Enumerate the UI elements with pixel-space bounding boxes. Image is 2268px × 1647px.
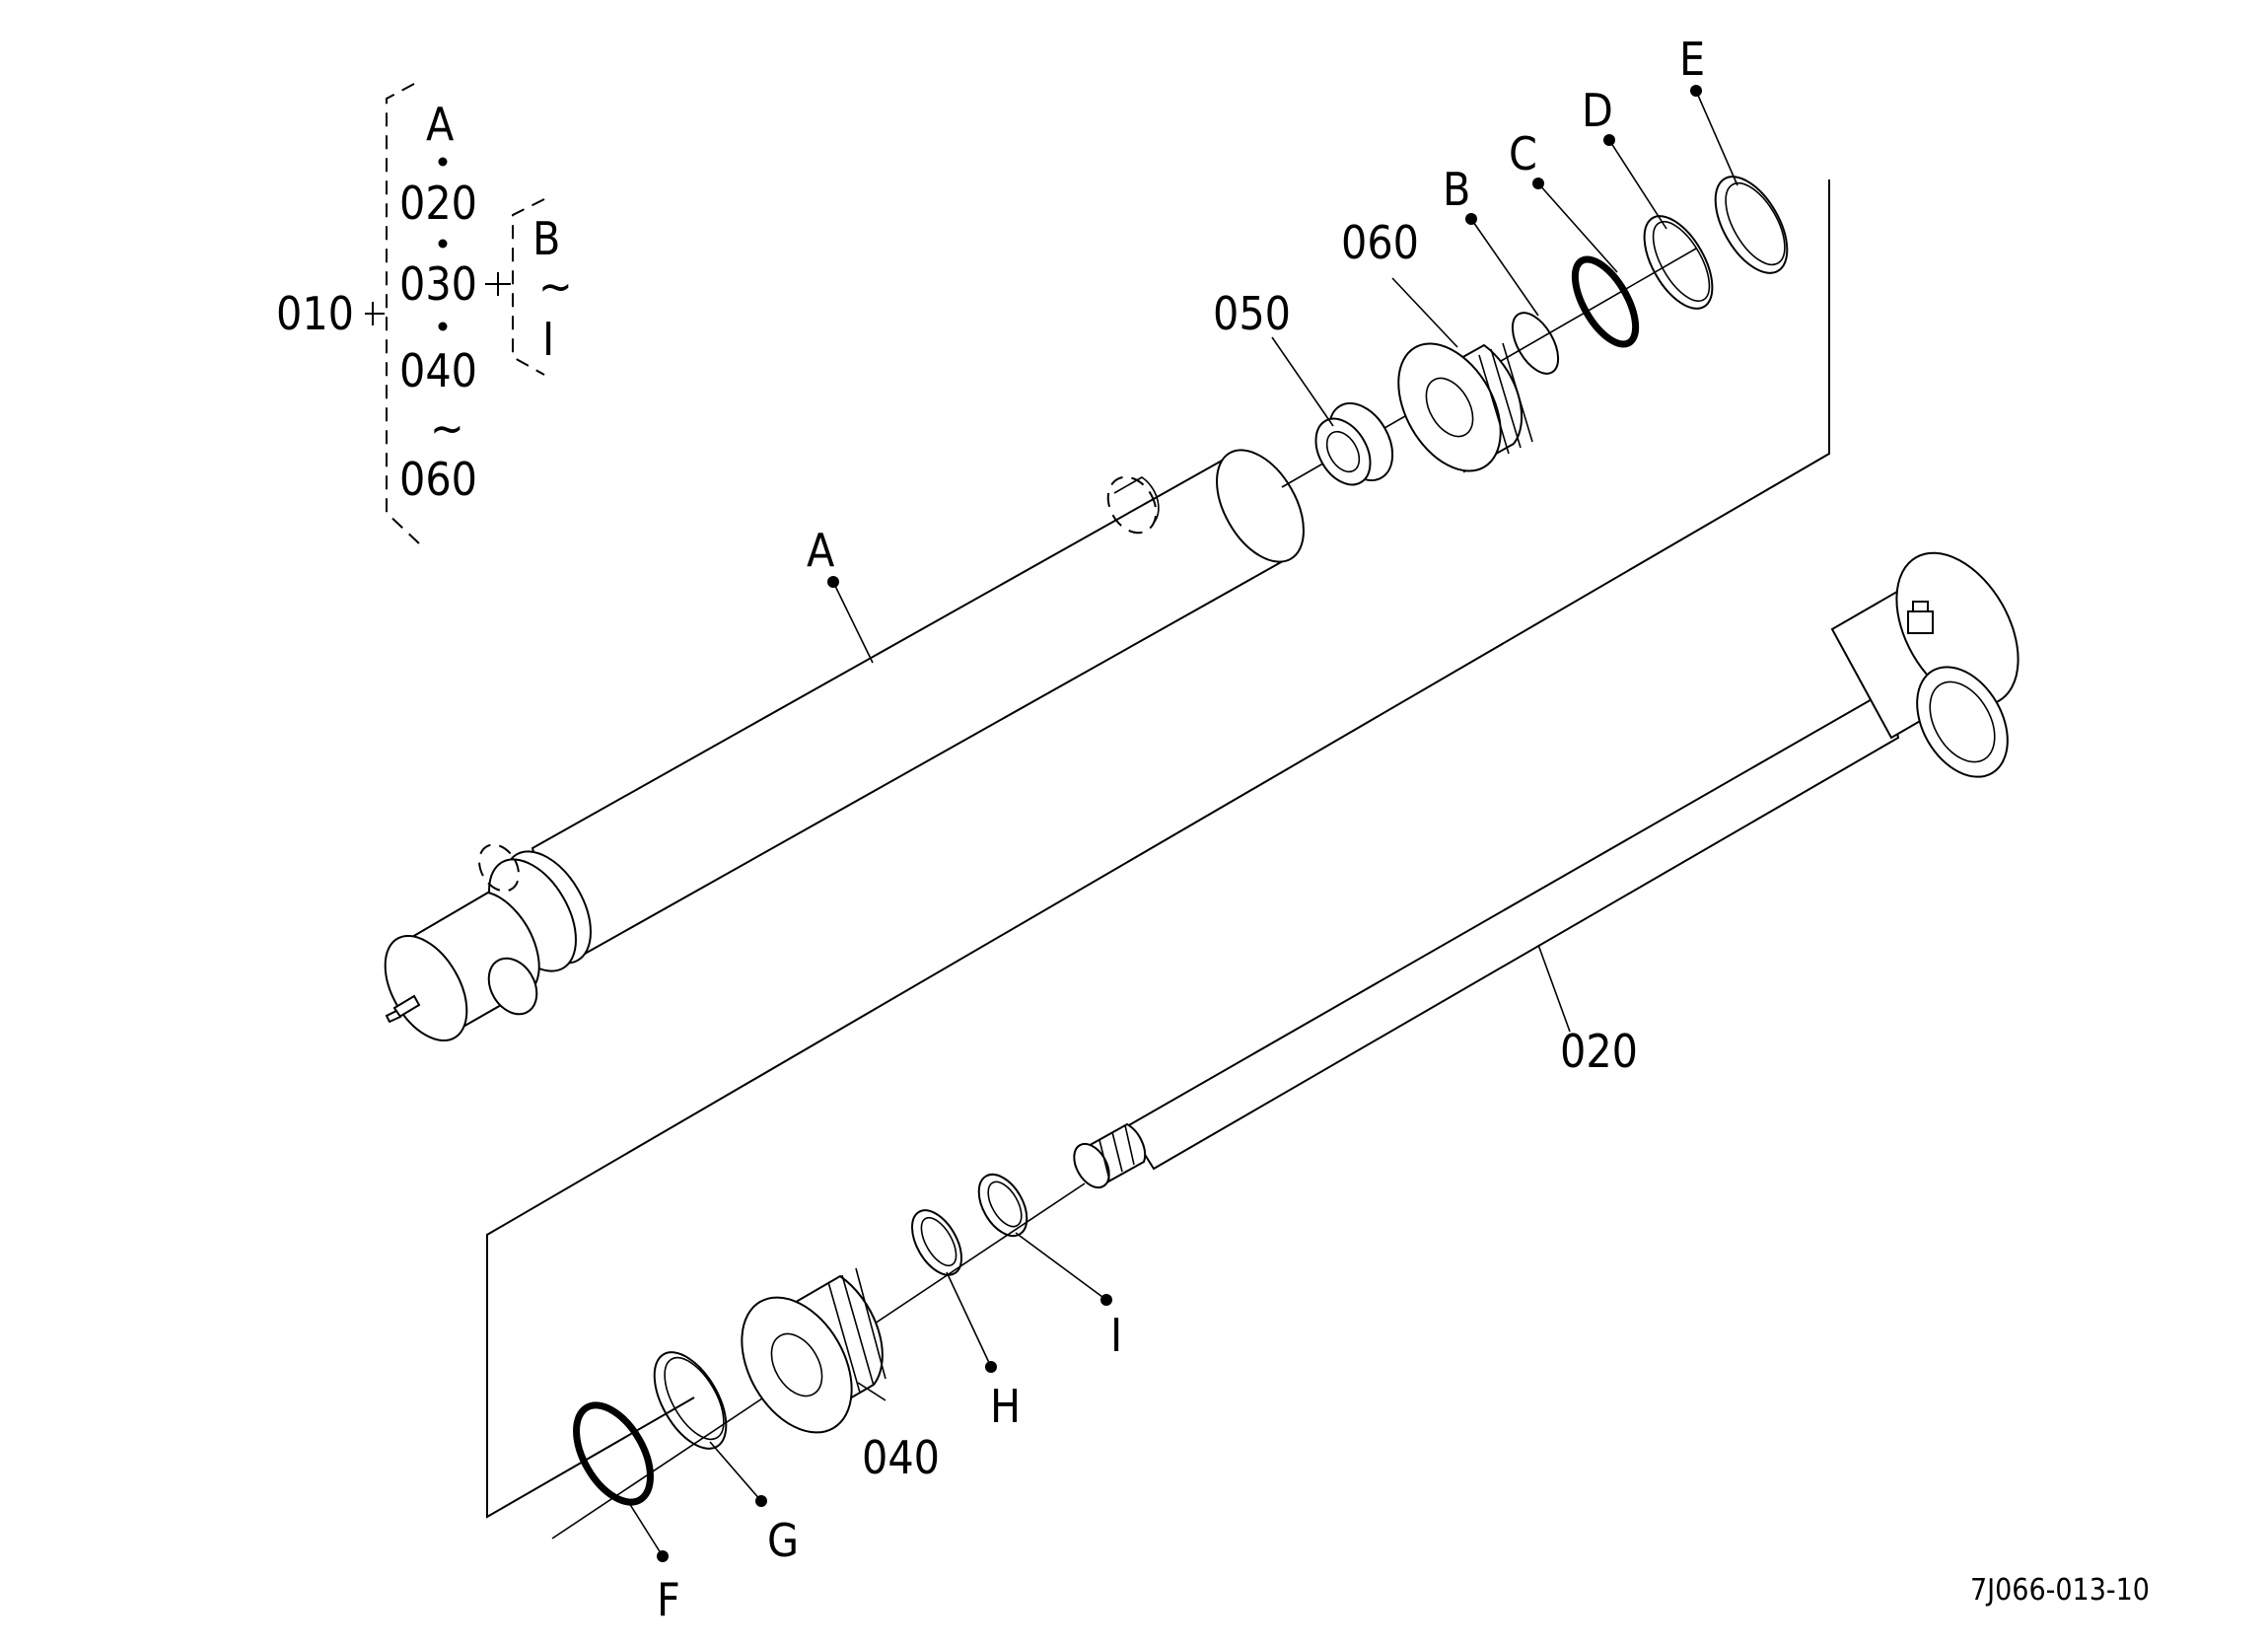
legend-range-tilde: ~ [430, 401, 464, 455]
legend-dot [438, 322, 448, 331]
parts-legend: A 020 030 040 ~ 060 010 B ~ I [276, 83, 573, 545]
legend-dot [438, 157, 448, 167]
part-f-oring [573, 1401, 654, 1506]
legend-sub-b: B [532, 212, 560, 265]
leader-lines [628, 85, 1738, 1562]
part-060-gland [1397, 342, 1533, 473]
callout-060: 060 [1341, 216, 1419, 269]
part-h-ring [911, 1209, 962, 1276]
callout-a: A [807, 524, 834, 577]
legend-connector [485, 272, 511, 296]
assembly-frame [486, 179, 1830, 1519]
callout-b: B [1443, 163, 1470, 216]
legend-item-040: 040 [399, 344, 477, 397]
callout-c: C [1509, 127, 1537, 180]
piston-rod [1073, 551, 2020, 1189]
part-i-ring [977, 1173, 1028, 1238]
part-040-piston [741, 1267, 886, 1434]
part-c-oring [1571, 255, 1640, 348]
part-g-ring [653, 1351, 728, 1450]
legend-sub-tilde: ~ [538, 259, 573, 313]
legend-connector [365, 302, 385, 325]
cylinder-tube [384, 449, 1305, 1042]
legend-dot [438, 239, 448, 249]
callout-i: I [1110, 1309, 1122, 1362]
legend-item-020: 020 [399, 177, 477, 230]
callout-d: D [1582, 84, 1613, 137]
part-d-ring [1643, 215, 1714, 310]
callout-e: E [1679, 33, 1705, 86]
part-b-ring [1511, 312, 1560, 375]
legend-item-060: 060 [399, 453, 477, 506]
legend-item-030: 030 [399, 257, 477, 311]
part-e-ring [1714, 176, 1789, 274]
callout-g: G [767, 1514, 799, 1567]
callout-020: 020 [1560, 1025, 1638, 1078]
callout-h: H [990, 1380, 1021, 1433]
drawing-number: 7J066-013-10 [1970, 1573, 2150, 1608]
legend-bracket-main [386, 83, 421, 545]
legend-item-a: A [426, 98, 454, 151]
callout-f: F [657, 1573, 680, 1626]
part-050-nut [1314, 402, 1394, 486]
callout-040: 040 [862, 1431, 940, 1484]
legend-sub-i: I [542, 313, 554, 366]
callout-050: 050 [1213, 287, 1291, 340]
legend-assembly-010: 010 [276, 287, 354, 340]
